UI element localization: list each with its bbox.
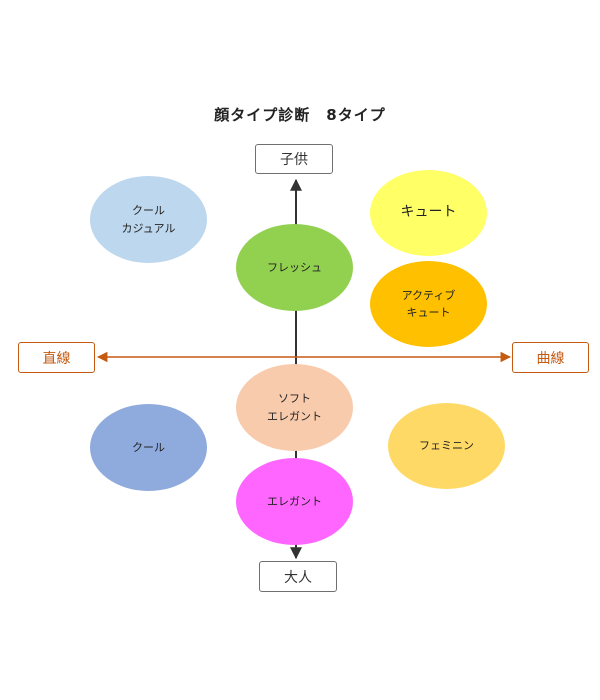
axis-label-right-text: 曲線	[536, 350, 565, 367]
type-cool-casual-label: クール カジュアル	[121, 204, 176, 235]
type-elegant-label: エレガント	[267, 494, 322, 508]
axis-label-right: 曲線	[512, 342, 589, 373]
axis-label-left: 直線	[18, 342, 95, 373]
type-active-cute: アクティブ キュート	[370, 261, 487, 347]
axis-label-bottom-text: 大人	[284, 569, 312, 586]
type-cool-casual: クール カジュアル	[90, 176, 207, 263]
type-active-cute-label: アクティブ キュート	[401, 288, 456, 319]
type-soft-elegant-label: ソフト エレガント	[267, 392, 322, 423]
type-fresh-label: フレッシュ	[267, 260, 322, 274]
type-feminine-label: フェミニン	[419, 439, 474, 453]
type-cool: クール	[90, 404, 207, 491]
axis-label-top-text: 子供	[280, 152, 308, 168]
diagram-title: 顔タイプ診断 8タイプ	[214, 106, 386, 124]
type-soft-elegant: ソフト エレガント	[236, 364, 353, 451]
type-cool-label: クール	[132, 440, 165, 454]
type-feminine: フェミニン	[388, 403, 505, 489]
axis-label-bottom: 大人	[259, 561, 337, 592]
axis-label-top: 子供	[255, 144, 333, 174]
type-elegant: エレガント	[236, 458, 353, 545]
axis-label-left-text: 直線	[42, 350, 71, 367]
type-cute: キュート	[370, 170, 487, 256]
type-cute-label: キュート	[400, 204, 457, 221]
type-fresh: フレッシュ	[236, 224, 353, 311]
